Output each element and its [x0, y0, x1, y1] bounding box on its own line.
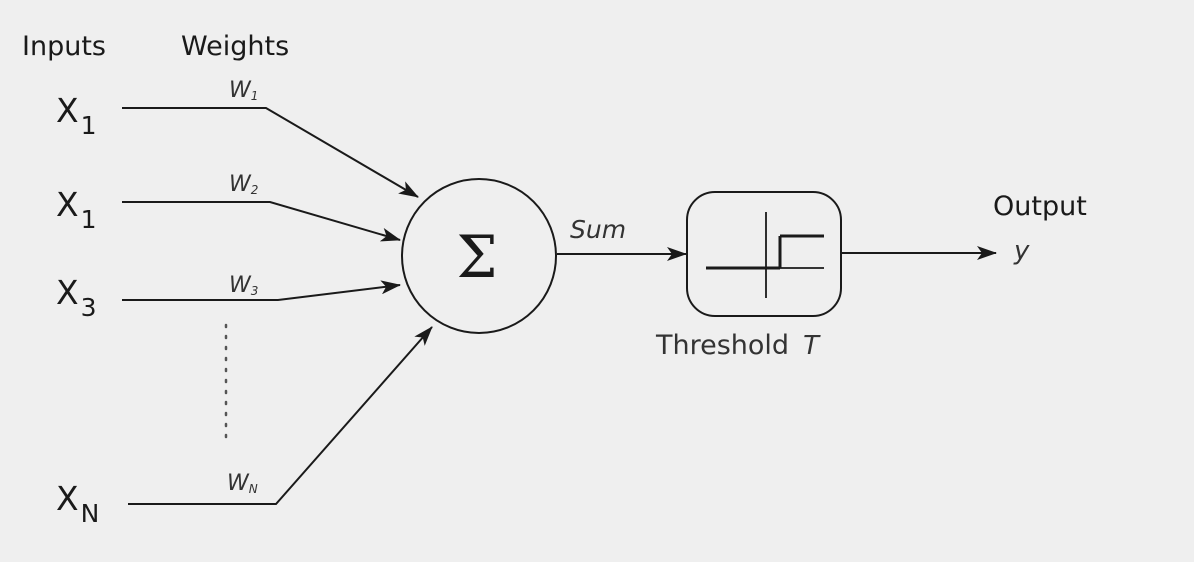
output-variable: y: [1013, 236, 1030, 266]
threshold-box: [686, 191, 842, 317]
step-function-icon: [706, 212, 824, 298]
input-connector-1: [122, 107, 419, 198]
input-label-2: X1: [56, 185, 97, 234]
output-header: Output: [993, 191, 1087, 222]
summation-node: [401, 178, 557, 334]
input-label-3: X3: [56, 273, 97, 322]
sum-label: Sum: [570, 215, 626, 244]
weight-label-n: WN: [227, 471, 258, 496]
weight-label-3: W3: [229, 273, 258, 298]
input-connector-3: [122, 280, 401, 301]
input-label-1: X1: [56, 91, 97, 140]
weight-label-1: W1: [229, 78, 258, 103]
inputs-header: Inputs: [22, 31, 106, 62]
input-connector-2: [122, 201, 401, 242]
input-connector-n: [128, 326, 433, 505]
weights-header: Weights: [181, 31, 289, 62]
input-label-n: XN: [56, 479, 99, 528]
sigma-symbol: Σ: [456, 223, 497, 291]
weight-label-2: W2: [229, 172, 258, 197]
